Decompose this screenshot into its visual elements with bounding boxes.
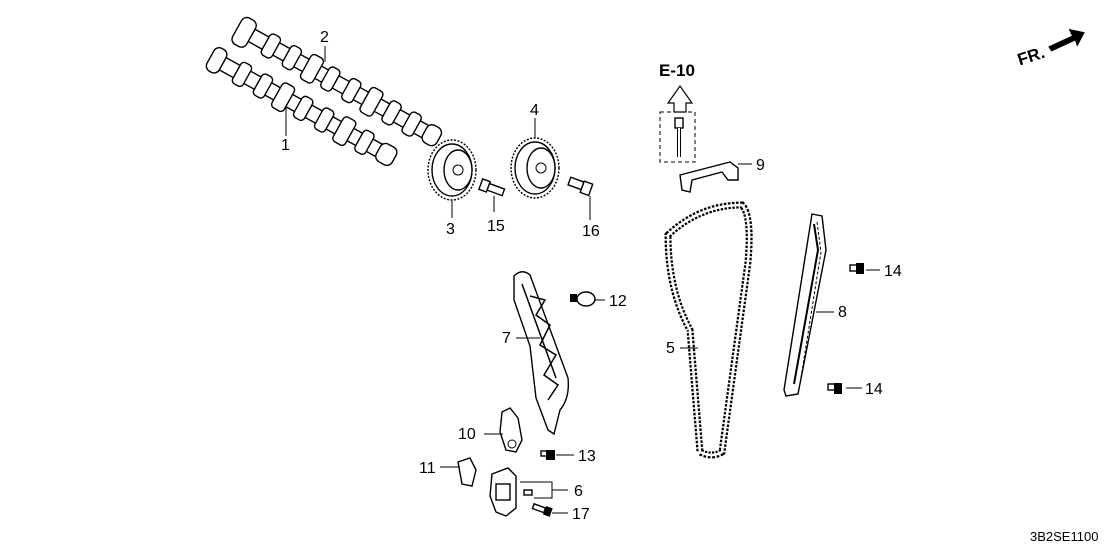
callout-labels: 1 2 3 4 5 6 7 8 9 10 11 12 13 14 14 15 1… bbox=[281, 29, 902, 523]
callout-11: 11 bbox=[419, 460, 436, 477]
callout-7: 7 bbox=[502, 330, 511, 347]
front-direction-indicator: FR. bbox=[1015, 28, 1085, 69]
timing-chain bbox=[664, 201, 753, 459]
tensioner-gasket bbox=[457, 457, 477, 487]
callout-17: 17 bbox=[572, 506, 590, 523]
callout-14: 14 bbox=[884, 263, 902, 280]
bolt-6-small bbox=[523, 489, 533, 496]
bolt-16 bbox=[567, 176, 594, 197]
up-arrow-icon bbox=[666, 84, 694, 113]
callout-9: 9 bbox=[756, 157, 765, 174]
callout-12: 12 bbox=[609, 293, 627, 310]
callout-14-lower: 14 bbox=[865, 381, 883, 398]
reference-label: E-10 bbox=[659, 61, 695, 80]
callout-4: 4 bbox=[530, 102, 539, 119]
callout-13: 13 bbox=[578, 448, 596, 465]
reference-e10: E-10 bbox=[659, 61, 696, 163]
leader-lines bbox=[285, 46, 880, 514]
callout-3: 3 bbox=[446, 221, 455, 238]
callout-8: 8 bbox=[838, 304, 847, 321]
bolt-14-upper bbox=[849, 263, 864, 274]
vtc-sprocket-intake bbox=[427, 139, 477, 201]
front-direction-label: FR. bbox=[1015, 43, 1047, 70]
callout-2: 2 bbox=[320, 29, 329, 46]
chain-guide-bracket bbox=[679, 161, 739, 193]
pivot-bolt-12 bbox=[570, 291, 596, 307]
reference-dashed-box bbox=[659, 111, 696, 163]
bolt-15 bbox=[477, 178, 506, 197]
callout-1: 1 bbox=[281, 137, 290, 154]
auto-tensioner bbox=[489, 467, 517, 517]
tensioner-arm bbox=[513, 271, 570, 436]
camshaft-lower bbox=[205, 47, 398, 167]
tensioner-lever bbox=[499, 407, 523, 453]
callout-15: 15 bbox=[487, 218, 505, 235]
bolt-17 bbox=[531, 502, 553, 517]
camshaft-upper bbox=[231, 16, 443, 147]
diagram-code: 3B2SE1100 bbox=[1030, 529, 1098, 544]
front-arrow-icon bbox=[1048, 28, 1085, 52]
vtc-sprocket-exhaust bbox=[510, 137, 560, 199]
bolt-13 bbox=[540, 450, 555, 460]
callout-5: 5 bbox=[666, 340, 675, 357]
callout-6: 6 bbox=[574, 483, 583, 500]
callout-10: 10 bbox=[458, 426, 476, 443]
bolt-14-lower bbox=[827, 383, 842, 394]
callout-16: 16 bbox=[582, 223, 600, 240]
chain-guide bbox=[783, 213, 827, 397]
